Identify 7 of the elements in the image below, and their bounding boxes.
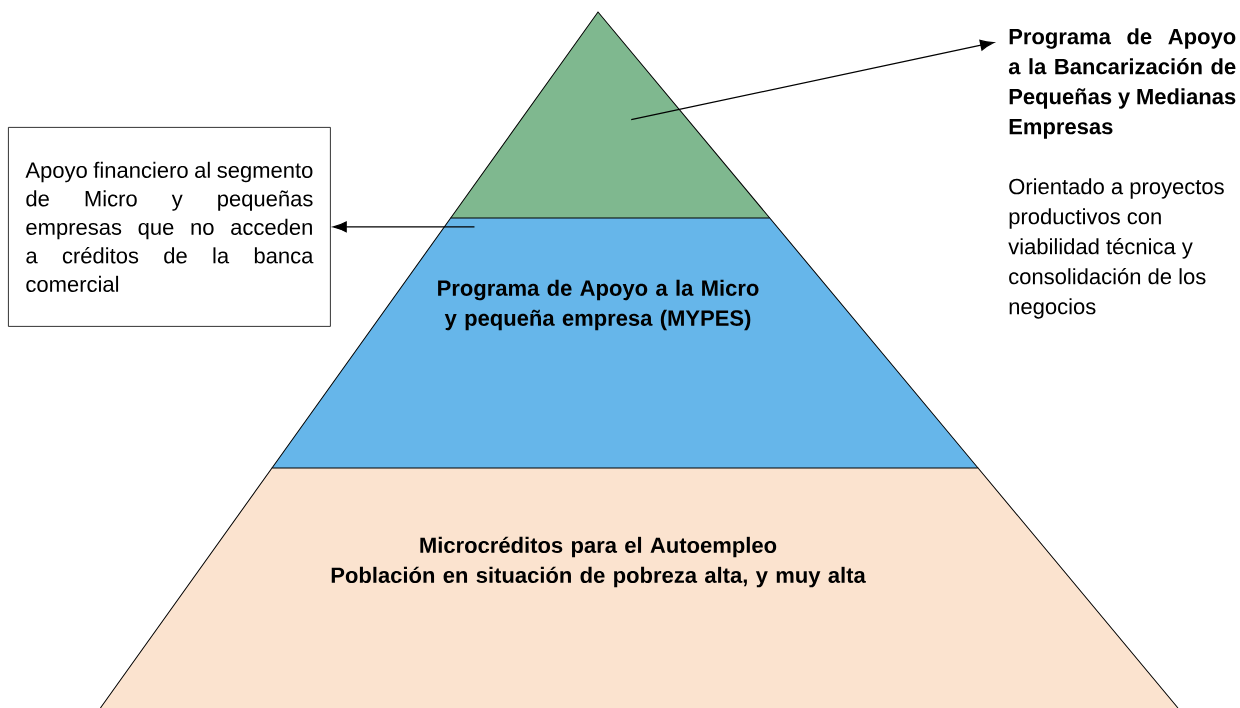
- text-box: Apoyo financiero al segmento de Micro y pequeñas empresas que no acceden a créditos de la banca comercial: [8, 127, 331, 327]
- arrow: [332, 221, 476, 233]
- pyramid-level: [450, 11, 771, 219]
- pyramid-level: Microcréditos para el Autoempleo Población en situación de pobreza alta, y muy alta: [99, 467, 1179, 708]
- program-title: Programa de Apoyo a la Bancarización de Pequeñas y Medianas Empresas: [1008, 28, 1236, 139]
- description-text: Orientado a proyectos productivos con viabilidad técnica y consolidación de los negocios: [1008, 178, 1224, 319]
- arrow: [630, 39, 995, 121]
